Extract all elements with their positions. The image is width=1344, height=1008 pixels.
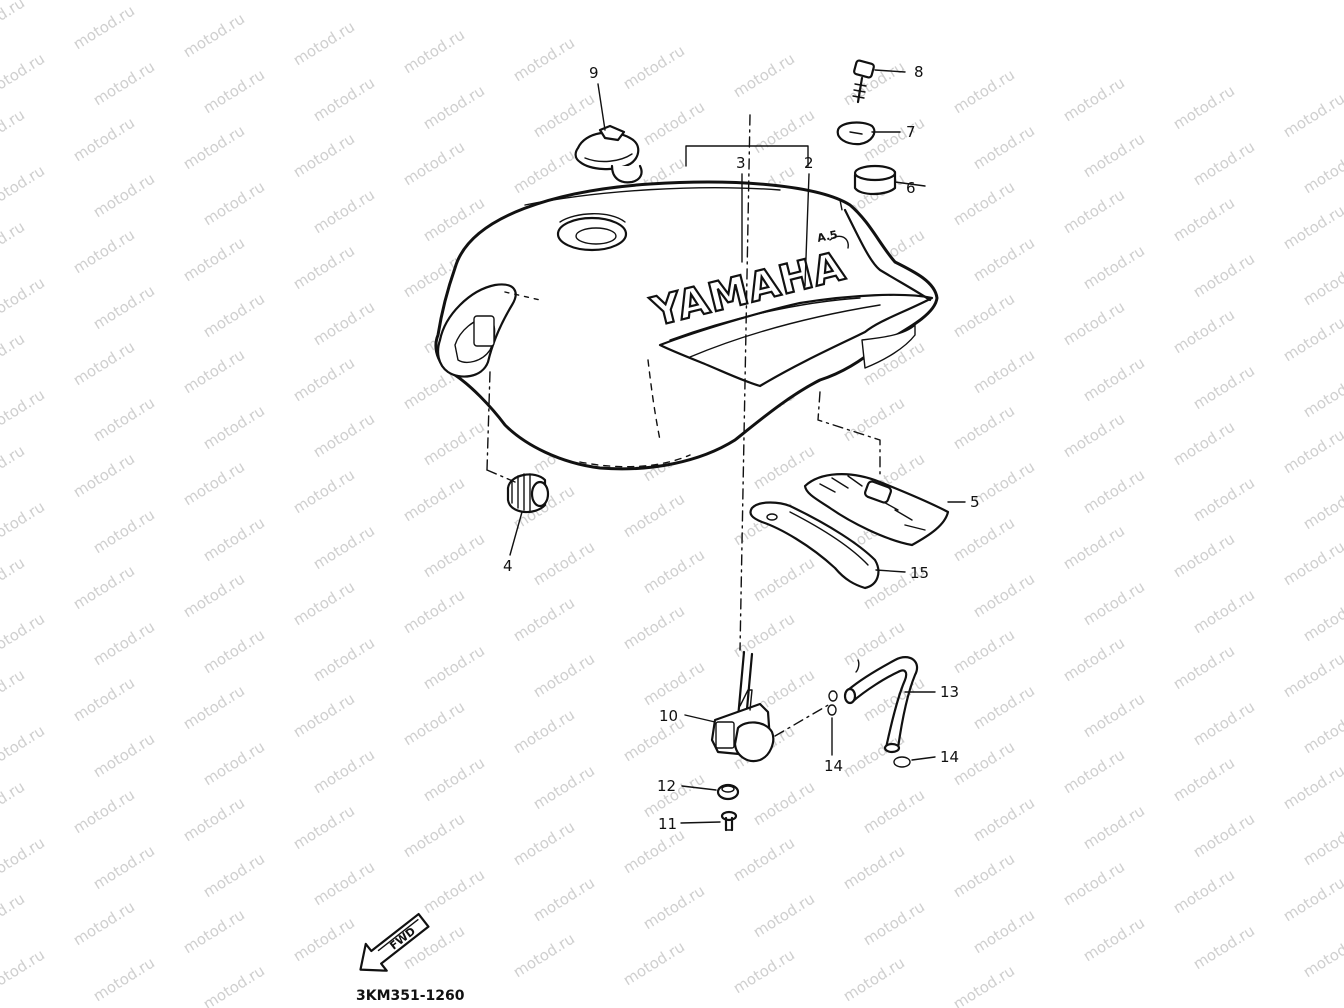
callout-14b: 14 — [940, 748, 959, 766]
hose-clip-part-14b — [893, 756, 911, 768]
callout-10: 10 — [659, 707, 678, 725]
washer-part-12 — [716, 783, 740, 801]
callout-2: 2 — [804, 154, 814, 172]
callout-8: 8 — [914, 63, 924, 81]
callout-9: 9 — [589, 64, 599, 82]
drawing-code: 3KM351-1260 — [356, 988, 465, 1004]
callout-12: 12 — [657, 777, 676, 795]
rubber-pad-part-5 — [803, 473, 950, 547]
forward-direction-arrow: FWD — [359, 912, 430, 972]
fuel-hose-part-13 — [843, 656, 919, 754]
callout-7: 7 — [906, 123, 916, 141]
hose-clip-part-14a — [827, 690, 838, 716]
callout-labels: 9 8 7 6 3 2 4 5 15 10 12 11 13 14 14 — [503, 63, 980, 833]
callout-15: 15 — [910, 564, 929, 582]
bracket-part-15 — [749, 501, 880, 590]
fuel-tank: A.5 — [434, 180, 939, 471]
callout-3: 3 — [736, 154, 746, 172]
callout-14a: 14 — [824, 757, 843, 775]
callout-11: 11 — [658, 815, 677, 833]
callout-6: 6 — [906, 179, 916, 197]
bolt-part-8 — [852, 59, 875, 104]
leader-lines — [509, 69, 966, 824]
damper-part-6 — [853, 164, 897, 196]
fuel-cock-part-10 — [710, 650, 775, 763]
callout-5: 5 — [970, 493, 980, 511]
svg-text:A.5: A.5 — [816, 228, 839, 245]
assembly-lines — [486, 114, 881, 737]
damper-part-4 — [506, 473, 550, 514]
callout-13: 13 — [940, 683, 959, 701]
callout-4: 4 — [503, 557, 513, 575]
collar-part-7 — [836, 121, 876, 146]
screw-part-11 — [720, 810, 738, 832]
fuel-cap — [574, 124, 643, 184]
